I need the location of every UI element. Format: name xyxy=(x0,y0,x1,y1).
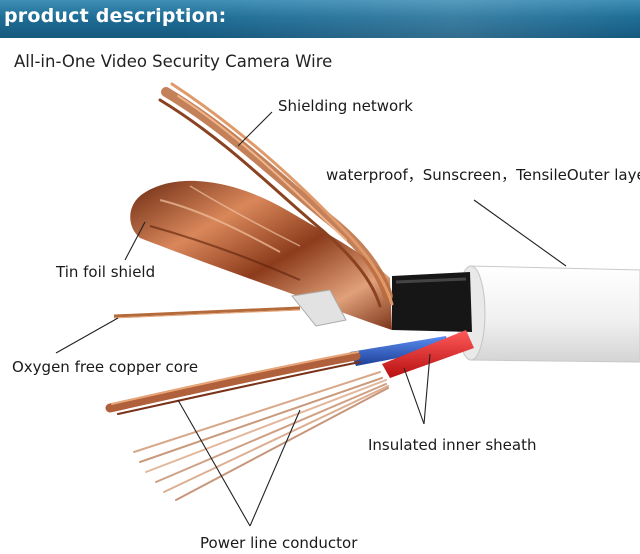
label-shielding-network: Shielding network xyxy=(278,97,413,115)
leader-tin-foil xyxy=(124,221,146,261)
outer-jacket xyxy=(456,265,640,363)
label-copper-core: Oxygen free copper core xyxy=(12,358,199,376)
label-outer-layer: waterproof，Sunscreen，TensileOuter layer xyxy=(326,166,640,184)
leader-outer-layer xyxy=(473,199,567,267)
leader-inner-sheath-a xyxy=(403,367,425,425)
leader-power-a xyxy=(177,399,251,527)
header-title: product description: xyxy=(4,5,227,27)
leader-power-b xyxy=(249,409,301,527)
label-tin-foil-shield: Tin foil shield xyxy=(56,263,156,281)
tin-foil-shield xyxy=(130,180,392,330)
shielding-network-braid xyxy=(158,82,394,308)
power-conductor-strands xyxy=(105,351,389,501)
label-power-conductor: Power line conductor xyxy=(200,534,358,552)
label-inner-sheath: Insulated inner sheath xyxy=(368,436,537,454)
leader-lines xyxy=(55,111,567,527)
leader-shielding-network xyxy=(237,111,273,147)
copper-core-wire xyxy=(113,306,301,319)
leader-inner-sheath-b xyxy=(423,353,431,425)
header-banner: product description: xyxy=(0,0,640,38)
black-inner-core xyxy=(392,272,472,332)
leader-copper-core xyxy=(55,317,119,354)
header-glow xyxy=(180,0,640,38)
insulated-wires xyxy=(350,330,474,378)
page-subtitle: All-in-One Video Security Camera Wire xyxy=(14,52,333,71)
